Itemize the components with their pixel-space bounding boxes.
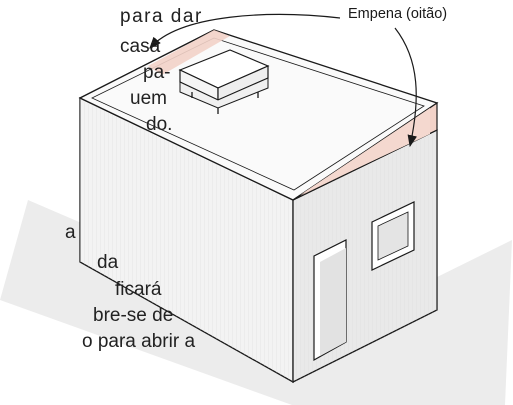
- text-fragment: uem: [130, 88, 167, 109]
- callout-arrow-left: [149, 13, 341, 49]
- text-fragment: casa: [120, 36, 161, 57]
- text-fragment: do.: [146, 114, 173, 135]
- text-fragment: da: [97, 252, 119, 273]
- callout-label: Empena (oitão): [348, 6, 448, 22]
- text-fragment: bre-se de: [93, 305, 174, 326]
- water-tank: [178, 49, 270, 114]
- text-fragment: o para abrir a: [82, 331, 196, 352]
- text-fragment: pa-: [143, 62, 171, 83]
- text-fragment: ficará: [115, 279, 162, 300]
- text-fragment: a: [65, 222, 76, 243]
- text-fragment: para dar: [120, 6, 203, 27]
- callout-arrow-right: [394, 27, 417, 148]
